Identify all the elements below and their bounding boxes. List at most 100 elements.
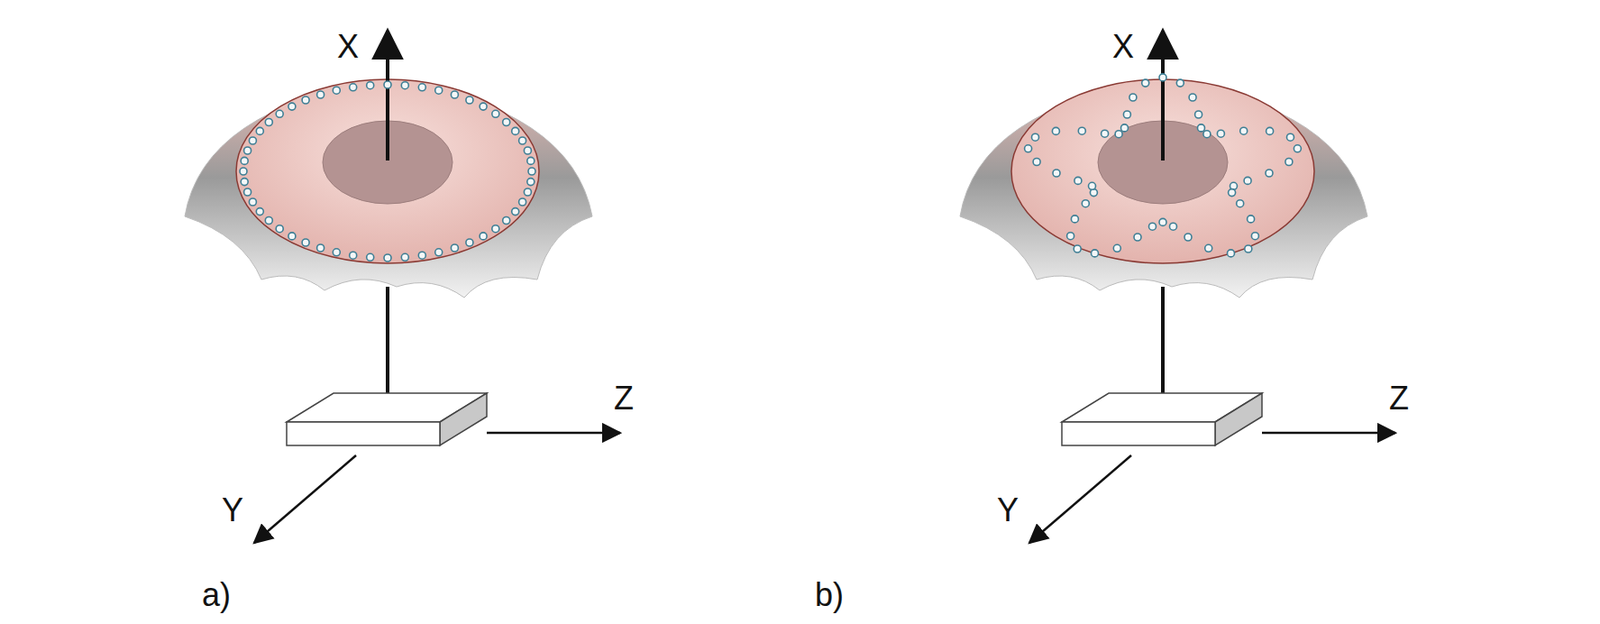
electrode-dot: [1251, 232, 1259, 240]
electrode-dot: [1101, 129, 1109, 138]
electrode-dot: [1081, 200, 1089, 208]
electrode-dot: [240, 178, 248, 186]
electrode-dot: [527, 156, 535, 165]
electrode-dot: [1293, 145, 1301, 153]
electrode-dot: [523, 146, 531, 155]
axis-label: Z: [1389, 382, 1409, 415]
electrode-dot: [265, 217, 273, 225]
electrode-dot: [244, 188, 252, 196]
electrode-dot: [1159, 73, 1167, 82]
axis-label: Y: [996, 493, 1019, 527]
electrode-dot: [512, 127, 520, 135]
star-electrodes: [1024, 73, 1302, 257]
electrode-dot: [317, 244, 325, 252]
electrode-dot: [384, 254, 392, 262]
electrode-dot: [528, 167, 536, 175]
electrode-dot: [1184, 233, 1192, 241]
electrode-dot: [401, 253, 409, 261]
electrode-dot: [492, 109, 500, 118]
electrode-dot: [301, 238, 310, 247]
electrode-dot: [1216, 129, 1225, 138]
electrode-dot: [1195, 110, 1203, 119]
electrode-dot: [1247, 215, 1255, 223]
eye-model-b: [960, 30, 1396, 543]
electrode-dot: [1176, 79, 1184, 87]
panel-label: b): [814, 578, 844, 612]
electrode-dot: [466, 96, 474, 104]
electrode-dot: [332, 248, 340, 256]
electrode-dot: [527, 178, 535, 186]
electrode-dot: [1285, 158, 1293, 166]
electrode-dot: [502, 118, 511, 127]
electrode-dot: [1287, 133, 1295, 141]
electrode-dot: [450, 91, 458, 99]
electrode-dot: [248, 137, 256, 145]
electrode-dot: [1073, 245, 1081, 253]
electrode-dot: [244, 146, 252, 155]
electrode-dot: [1265, 169, 1273, 177]
electrode-dot: [1227, 249, 1235, 257]
electrode-dot: [401, 82, 409, 90]
electrode-dot: [512, 208, 520, 216]
electrode-dot: [288, 102, 296, 110]
electrode-dot: [435, 86, 443, 94]
electrode-dot: [502, 217, 511, 225]
eye-model-a: [184, 30, 621, 543]
electrode-dot: [1170, 222, 1178, 230]
electrode-dot: [366, 253, 375, 261]
electrode-dot: [418, 251, 426, 259]
electrode-dot: [1228, 189, 1236, 197]
electrode-dot: [1078, 127, 1086, 135]
electrode-dot: [317, 91, 325, 99]
axis-label: Z: [613, 382, 634, 415]
electrode-dot: [479, 232, 487, 240]
electrode-dot: [1244, 245, 1253, 253]
electrode-dot: [240, 156, 248, 165]
electrode-dot: [1024, 145, 1033, 153]
electrode-dot: [1067, 232, 1075, 240]
electrode-dot: [418, 83, 426, 92]
electrode-dot: [1149, 222, 1157, 230]
axis-label: X: [1112, 30, 1134, 64]
electrode-dot: [1123, 110, 1131, 119]
axis-label: X: [337, 30, 359, 64]
electrode-dot: [435, 248, 443, 256]
electrode-dot: [466, 238, 474, 247]
electrode-dot: [275, 225, 284, 233]
electrode-dot: [301, 96, 310, 104]
electrode-dot: [1113, 244, 1121, 252]
electrode-dot: [275, 109, 284, 118]
electrode-dot: [332, 86, 340, 94]
electrode-dot: [1266, 127, 1274, 135]
electrode-dot: [1243, 176, 1252, 184]
electrode-dot: [1188, 93, 1197, 101]
electrode-dot: [366, 82, 375, 90]
axis-label: Y: [221, 493, 244, 527]
electrode-dot: [1051, 127, 1060, 135]
electrode-dot: [1197, 124, 1206, 132]
electrode-dot: [1142, 79, 1150, 87]
electrode-dot: [239, 167, 247, 175]
electrode-dot: [349, 83, 357, 92]
electrode-dot: [1032, 133, 1040, 141]
electrode-dot: [256, 208, 264, 216]
electrode-dot: [248, 198, 256, 206]
electrode-dot: [1070, 215, 1079, 223]
electrode-dot: [1129, 93, 1137, 101]
electrode-dot: [1033, 158, 1041, 166]
electrode-dot: [519, 198, 527, 206]
electrode-dot: [1115, 130, 1123, 138]
rim-electrodes: [239, 81, 536, 262]
electrode-dot: [349, 251, 357, 259]
electrode-dot: [492, 225, 500, 233]
electrode-dot: [1074, 176, 1082, 184]
electrode-dot: [1133, 233, 1142, 241]
electrode-dot: [523, 188, 531, 196]
panel-label: a): [201, 578, 231, 612]
electrode-dot: [1121, 124, 1129, 132]
electrode-dot: [1240, 127, 1248, 135]
electrode-dot: [1236, 200, 1244, 208]
electrode-dot: [1203, 130, 1211, 138]
